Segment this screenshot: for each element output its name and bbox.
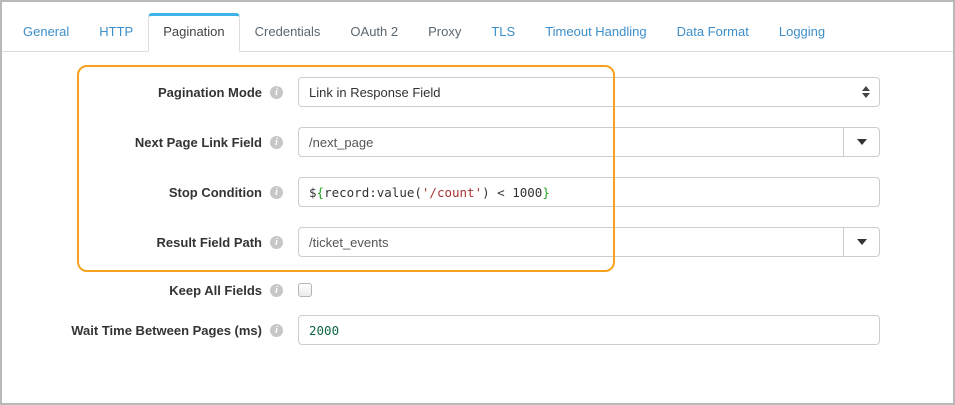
- stop-condition-input[interactable]: ${record:value('/count') < 1000}: [298, 177, 880, 207]
- form-row-stop-condition: Stop Condition i ${record:value('/count'…: [2, 177, 953, 207]
- result-field-path-input[interactable]: [298, 227, 843, 257]
- tab-general[interactable]: General: [23, 24, 70, 39]
- chevron-down-icon: [856, 239, 867, 245]
- tab-timeout-handling[interactable]: Timeout Handling: [545, 24, 647, 39]
- tab-proxy[interactable]: Proxy: [428, 24, 462, 39]
- tab-pagination[interactable]: Pagination: [148, 13, 240, 52]
- tab-tls[interactable]: TLS: [491, 24, 516, 39]
- wait-time-between-pages-label: Wait Time Between Pages (ms): [71, 322, 262, 338]
- chevron-down-icon: [856, 139, 867, 145]
- code-segment: < 1000: [489, 184, 543, 200]
- form-row-keep-all-fields: Keep All Fields i: [2, 277, 953, 303]
- info-icon[interactable]: i: [270, 185, 283, 199]
- info-icon[interactable]: i: [270, 235, 283, 249]
- info-icon[interactable]: i: [270, 283, 283, 297]
- result-field-path-label: Result Field Path: [156, 234, 262, 250]
- code-segment: '/count': [421, 184, 483, 200]
- wait-time-between-pages-input[interactable]: [298, 315, 880, 345]
- tab-bar: General HTTP Pagination Credentials OAut…: [2, 12, 953, 52]
- pagination-mode-select[interactable]: Link in Response Field: [298, 77, 880, 107]
- code-segment: ): [482, 184, 490, 200]
- tab-http[interactable]: HTTP: [99, 24, 134, 39]
- next-page-link-field-input[interactable]: [298, 127, 843, 157]
- info-icon[interactable]: i: [270, 323, 283, 337]
- result-field-path-dropdown-button[interactable]: [843, 227, 880, 257]
- select-stepper-icon: [862, 86, 870, 98]
- info-icon[interactable]: i: [270, 85, 283, 99]
- info-icon[interactable]: i: [270, 135, 283, 149]
- keep-all-fields-label: Keep All Fields: [169, 282, 262, 298]
- next-page-link-field-label: Next Page Link Field: [134, 134, 262, 150]
- pagination-form: Pagination Mode i Link in Response Field…: [2, 77, 953, 365]
- pagination-mode-value: Link in Response Field: [309, 84, 441, 100]
- tab-logging[interactable]: Logging: [778, 24, 826, 39]
- code-segment: $: [309, 184, 317, 200]
- tab-oauth2[interactable]: OAuth 2: [350, 24, 399, 39]
- stop-condition-label: Stop Condition: [168, 184, 262, 200]
- code-segment: }: [542, 184, 550, 200]
- form-row-pagination-mode: Pagination Mode i Link in Response Field: [2, 77, 953, 107]
- code-segment: {: [316, 184, 325, 200]
- code-segment: record:value(: [324, 184, 422, 200]
- keep-all-fields-checkbox[interactable]: [298, 283, 312, 297]
- form-row-next-page-link-field: Next Page Link Field i: [2, 127, 953, 157]
- tab-credentials[interactable]: Credentials: [254, 24, 321, 39]
- form-row-wait-time-between-pages: Wait Time Between Pages (ms) i: [2, 315, 953, 345]
- pagination-mode-label: Pagination Mode: [158, 84, 262, 100]
- form-row-result-field-path: Result Field Path i: [2, 227, 953, 257]
- next-page-link-field-dropdown-button[interactable]: [843, 127, 880, 157]
- tab-data-format[interactable]: Data Format: [676, 24, 749, 39]
